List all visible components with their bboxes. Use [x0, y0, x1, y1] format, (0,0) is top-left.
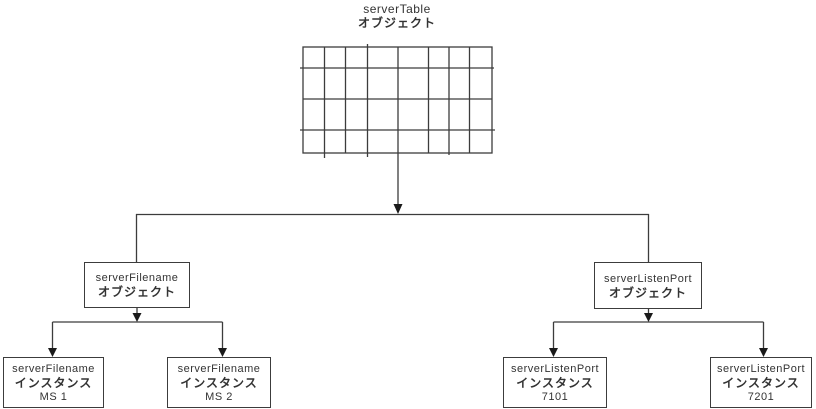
- node-type: インスタンス: [722, 375, 800, 390]
- arrowhead-down-icon: [393, 204, 403, 214]
- node-type: オブジェクト: [97, 285, 176, 299]
- node-name: serverListenPort: [510, 362, 600, 375]
- node-name: serverFilename: [95, 272, 179, 284]
- node-serverfilename-object: serverFilename オブジェクト: [84, 262, 190, 308]
- node-serverfilename-instance-ms1: serverFilename インスタンス MS 1: [3, 357, 104, 408]
- node-type: インスタンス: [180, 375, 258, 390]
- arrowhead-down-icon: [132, 313, 142, 322]
- node-serverlistenport-instance-7201: serverListenPort インスタンス 7201: [710, 357, 812, 408]
- table-grid-icon: [300, 44, 495, 158]
- node-name: serverListenPort: [603, 272, 693, 285]
- root-node-type: オブジェクト: [357, 16, 436, 30]
- connector-serverfilename-to-instances: [48, 308, 227, 357]
- node-instance: 7201: [747, 390, 775, 403]
- node-serverlistenport-instance-7101: serverListenPort インスタンス 7101: [503, 357, 607, 408]
- arrowhead-down-icon: [759, 348, 768, 357]
- node-serverlistenport-object: serverListenPort オブジェクト: [594, 262, 702, 309]
- node-instance: 7101: [541, 390, 569, 403]
- node-type: オブジェクト: [608, 285, 687, 300]
- connector-root-to-children: [135, 153, 650, 262]
- arrowhead-down-icon: [549, 348, 558, 357]
- node-name: serverListenPort: [716, 362, 806, 375]
- root-node-name: serverTable: [363, 2, 431, 16]
- node-instance: MS 1: [39, 390, 68, 403]
- arrowhead-down-icon: [218, 348, 227, 357]
- arrowhead-down-icon: [644, 313, 653, 322]
- node-name: serverFilename: [177, 362, 261, 375]
- connector-serverlistenport-to-instances: [549, 309, 768, 357]
- node-type: インスタンス: [516, 375, 594, 390]
- node-name: serverFilename: [12, 362, 95, 375]
- arrowhead-down-icon: [48, 348, 57, 357]
- node-type: インスタンス: [14, 375, 93, 390]
- node-serverfilename-instance-ms2: serverFilename インスタンス MS 2: [167, 357, 271, 408]
- node-instance: MS 2: [205, 390, 233, 403]
- root-node-label: serverTable オブジェクト: [297, 2, 497, 30]
